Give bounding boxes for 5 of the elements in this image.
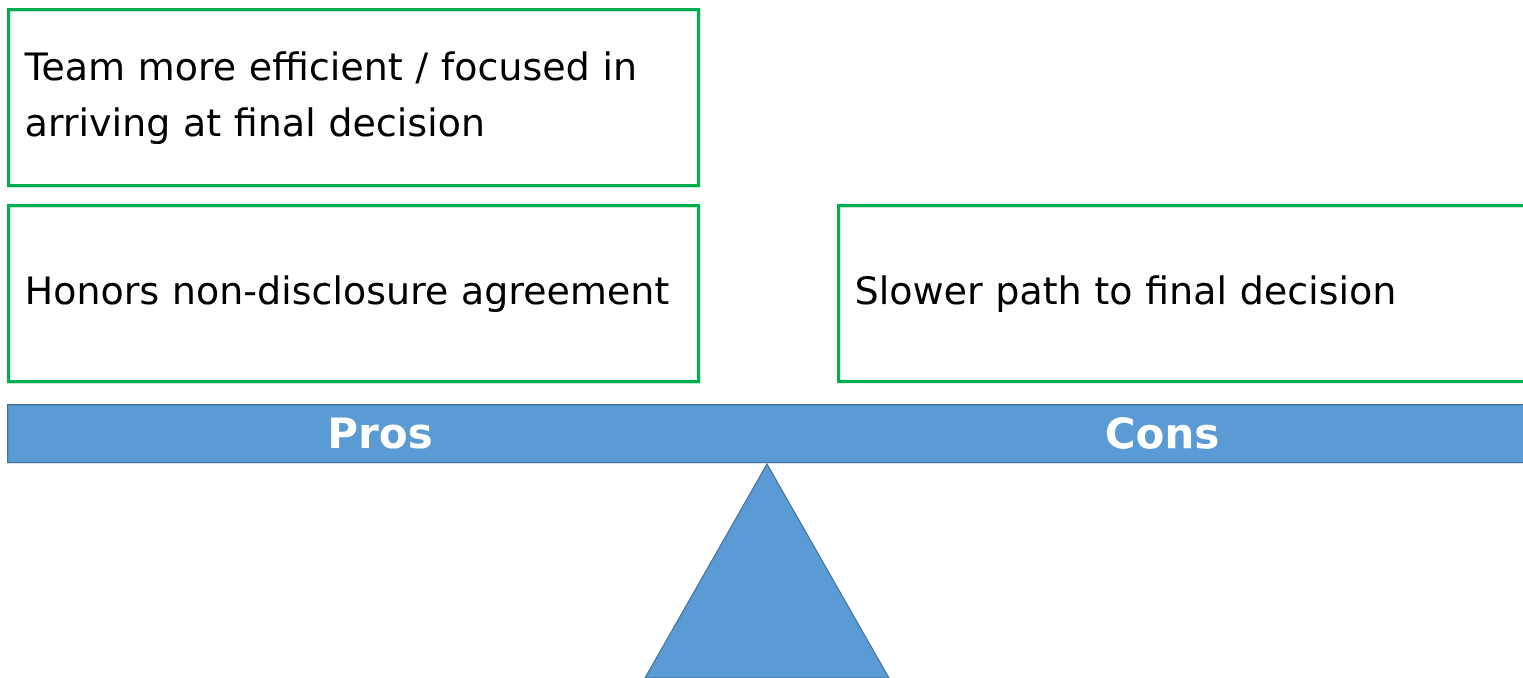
bar-label: Pros <box>331 417 431 449</box>
bar-label: Cons <box>1106 417 1218 449</box>
text-box: Team more efficient / focused in arriving at final decision <box>7 8 701 188</box>
text-box: Honors non-disclosure agreement <box>7 204 701 384</box>
text-box: Slower path to final decision <box>837 204 1523 384</box>
